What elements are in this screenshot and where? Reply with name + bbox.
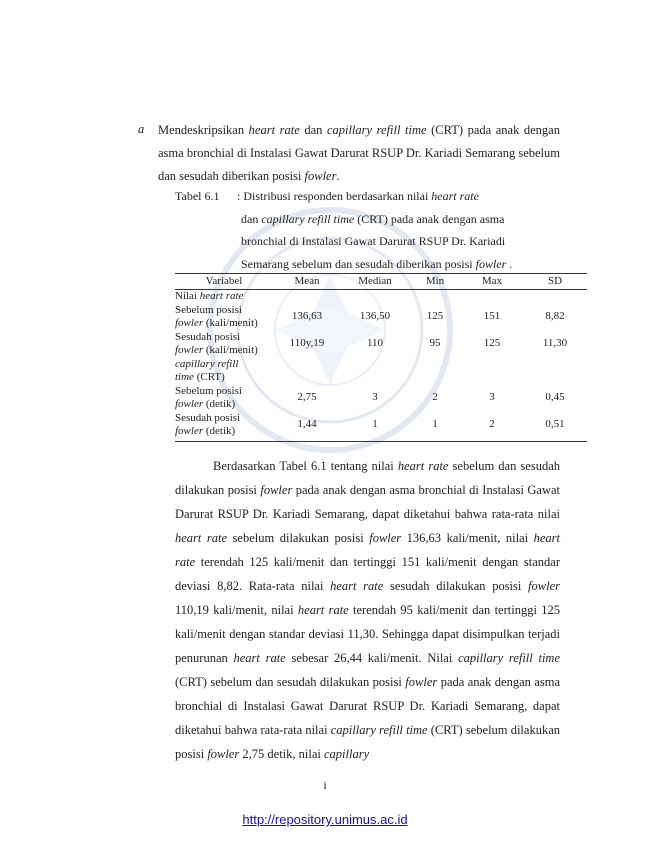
table-caption-text: : Distribusi responden berdasarkan nilai… [237, 185, 537, 275]
table-cell: 95 [429, 337, 441, 350]
section-marker: a [138, 122, 145, 136]
table-cell: 1 [341, 411, 409, 442]
table-cell [523, 290, 587, 304]
table-caption-rest: dan capillary refill time (CRT) pada ana… [241, 211, 513, 271]
table-cell: 3 [372, 391, 378, 404]
column-header: Min [409, 273, 461, 290]
table-cell: 1,44 [273, 411, 341, 442]
body-paragraph: Berdasarkan Tabel 6.1 tentang nilai hear… [175, 454, 560, 766]
table-cell: 2,75 [297, 391, 317, 404]
column-header: Mean [273, 273, 341, 290]
table-cell: 2 [461, 411, 523, 442]
table-cell: 125 [426, 310, 444, 323]
table-cell: 110y,19 [289, 337, 325, 350]
table-caption-label: Tabel 6.1 [175, 189, 220, 203]
table-cell: 11,30 [542, 337, 568, 350]
table-cell: 0,51 [523, 411, 587, 442]
table-cell: 8,82 [545, 310, 565, 323]
section-heading-text: Mendeskripsikan heart rate dan capillary… [158, 123, 560, 183]
page-number: i [323, 778, 327, 792]
table-row: Nilai heart rate [175, 290, 587, 304]
table-cell: 151 [483, 310, 501, 323]
table-cell [341, 290, 409, 304]
table-cell [341, 358, 409, 385]
column-header: Variabel [175, 273, 273, 290]
table-cell [461, 290, 523, 304]
table-cell: 125 [483, 337, 501, 350]
table-cell: 3 [489, 391, 495, 404]
repository-link[interactable]: http://repository.unimus.ac.id [242, 812, 408, 827]
table-cell: 1 [409, 411, 461, 442]
column-header: Max [461, 273, 523, 290]
table-cell [409, 290, 461, 304]
table-cell: 2 [432, 391, 438, 404]
body-paragraph-text: Berdasarkan Tabel 6.1 tentang nilai hear… [175, 459, 561, 761]
column-header: Median [341, 273, 409, 290]
table-cell [523, 358, 587, 385]
table-cell [273, 358, 341, 385]
table-cell [461, 358, 523, 385]
table-cell: 0,45 [545, 391, 565, 404]
table-caption-line1: : Distribusi responden berdasarkan nilai… [237, 189, 479, 203]
table-cell: 110 [366, 337, 384, 350]
row-label: Nilai heart rate [175, 290, 244, 302]
table-cell: 136,63 [291, 310, 323, 323]
table-cell [273, 290, 341, 304]
table-cell [409, 358, 461, 385]
table-cell: 136,50 [359, 310, 391, 323]
column-header: SD [523, 273, 587, 290]
